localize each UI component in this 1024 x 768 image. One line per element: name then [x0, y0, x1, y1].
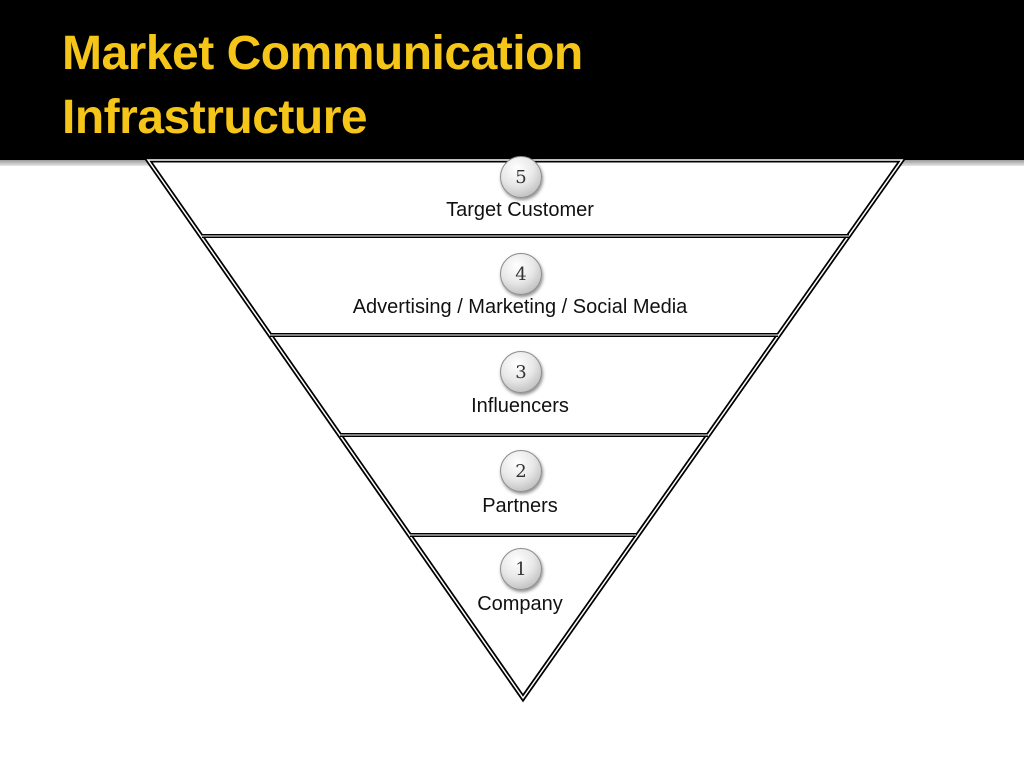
level-3-label: Influencers: [471, 395, 569, 417]
level-5-number-badge: 5: [500, 156, 542, 198]
title-bar: [0, 0, 1024, 160]
level-4-number-badge: 4: [500, 253, 542, 295]
level-5-label: Target Customer: [446, 199, 594, 221]
level-1-number-badge: 1: [500, 548, 542, 590]
slide-title: Market Communication Infrastructure: [62, 22, 583, 150]
level-4-number: 4: [515, 263, 527, 285]
level-2-number: 2: [515, 460, 527, 482]
level-2-number-badge: 2: [500, 450, 542, 492]
level-3-number-badge: 3: [500, 351, 542, 393]
slide-title-line-1: Market Communication: [62, 27, 583, 80]
level-2-label: Partners: [482, 495, 558, 517]
slide-title-line-2: Infrastructure: [62, 91, 368, 144]
funnel-dividers: [202, 234, 849, 537]
funnel-outline: [143, 157, 907, 703]
level-4-label: Advertising / Marketing / Social Media: [352, 296, 688, 318]
level-1-number: 1: [515, 558, 527, 580]
level-3-number: 3: [515, 361, 527, 383]
level-5-number: 5: [515, 166, 527, 188]
level-1-label: Company: [477, 593, 563, 615]
